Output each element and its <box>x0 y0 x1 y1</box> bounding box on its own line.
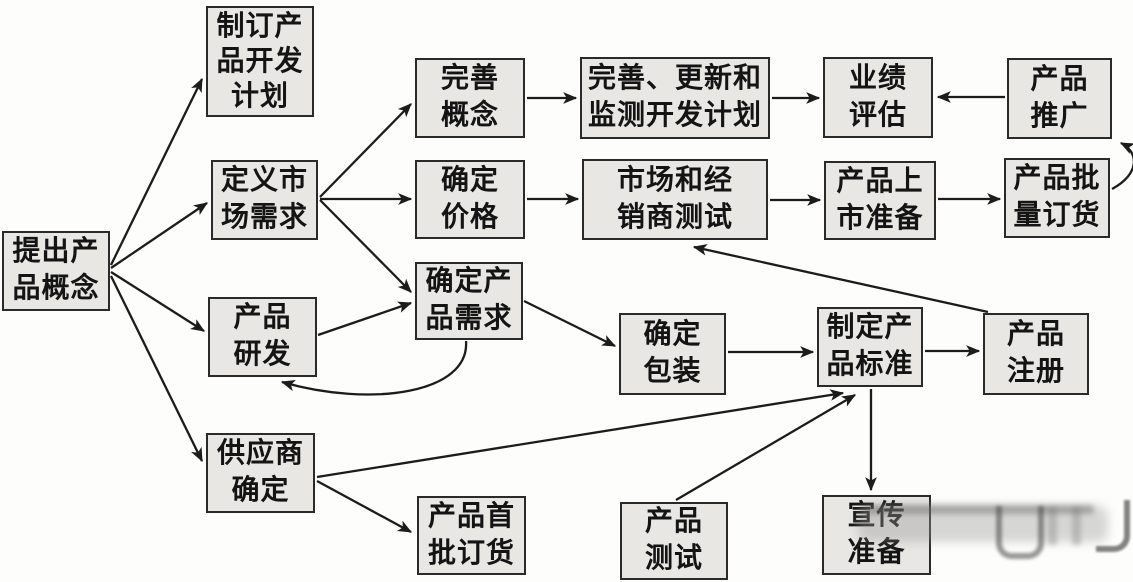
node-publicity: 宣传 准备 <box>822 495 931 575</box>
node-supplier: 供应商 确定 <box>206 433 315 513</box>
node-performance-eval: 业绩 评估 <box>823 57 933 138</box>
node-define-market: 定义市 场需求 <box>211 160 318 240</box>
node-market-test: 市场和经 销商测试 <box>582 159 768 240</box>
node-propose-concept: 提出产 品概念 <box>2 231 110 311</box>
node-product-req: 确定产 品需求 <box>415 262 523 340</box>
arrow-rd-to-product-req <box>317 301 413 337</box>
node-registration: 产品 注册 <box>983 313 1089 395</box>
arrow-product-req-to-rd-feedback <box>280 340 468 396</box>
node-promotion: 产品 推广 <box>1007 58 1112 139</box>
node-standards: 制定产 品标准 <box>817 307 923 387</box>
arrow-propose-to-define-market <box>110 202 208 269</box>
arrow-propose-to-supplier <box>109 275 204 463</box>
arrow-product-req-to-packaging <box>523 299 617 348</box>
node-rd: 产品 研发 <box>208 297 317 377</box>
arrow-supplier-to-first-order <box>316 479 413 534</box>
arrow-propose-to-rd <box>110 271 205 332</box>
arrow-supplier-to-standards <box>316 389 845 479</box>
arrow-define-market-to-refine-concept <box>319 103 412 198</box>
node-packaging: 确定 包装 <box>619 313 726 395</box>
arrow-testing-to-standards <box>675 394 857 501</box>
arrow-registration-to-market-test <box>692 244 989 314</box>
node-testing: 产品 测试 <box>620 502 728 580</box>
arrow-bulk-order-to-promotion <box>1111 141 1133 191</box>
arrow-define-market-to-product-req <box>319 199 412 293</box>
node-launch-prep: 产品上 市准备 <box>824 161 936 240</box>
node-set-price: 确定 价格 <box>415 160 525 239</box>
node-monitor-plan: 完善、更新和 监测开发计划 <box>580 57 770 139</box>
arrow-propose-to-dev-plan <box>109 77 204 266</box>
node-refine-concept: 完善 概念 <box>415 58 525 138</box>
node-dev-plan: 制订产 品开发 计划 <box>206 6 314 117</box>
node-first-order: 产品首 批订货 <box>417 496 526 575</box>
node-bulk-order: 产品批 量订货 <box>1004 158 1110 238</box>
